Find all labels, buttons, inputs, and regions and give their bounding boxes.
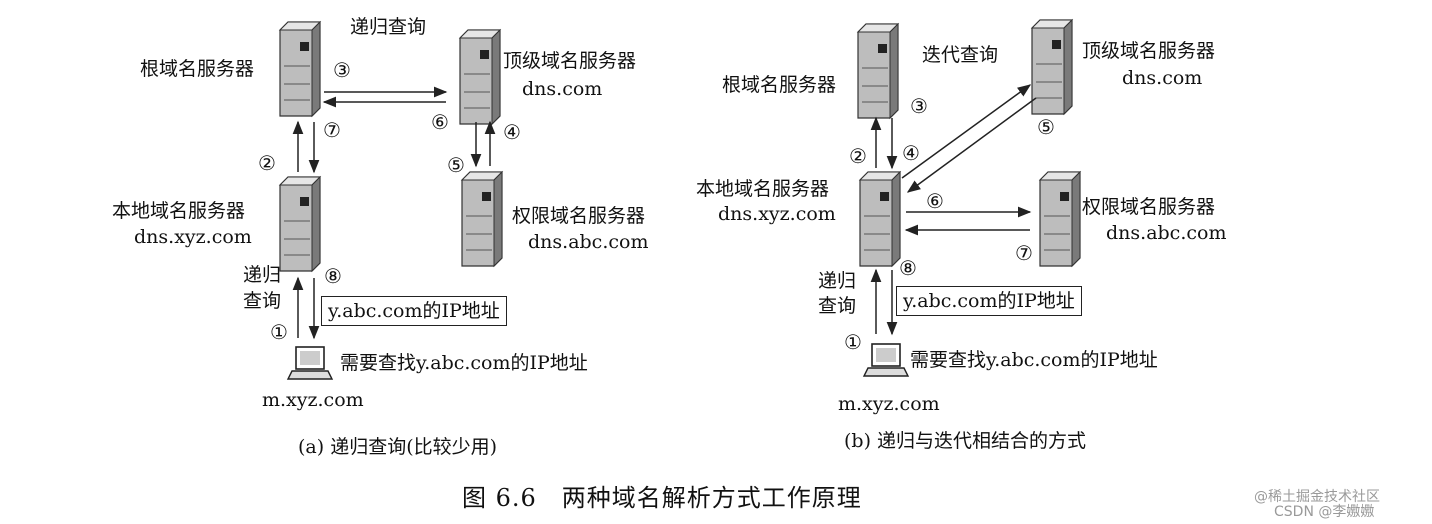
left-tld-server-label: 顶级域名服务器 bbox=[503, 50, 637, 72]
left-client-query-line1: 递归 bbox=[243, 264, 282, 286]
left-client-computer-icon bbox=[287, 346, 333, 380]
left-tld-domain-label: dns.com bbox=[522, 78, 603, 100]
left-caption: (a) 递归查询(比较少用) bbox=[298, 436, 498, 458]
left-tld-server-icon bbox=[459, 29, 501, 125]
left-local-domain-label: dns.xyz.com bbox=[134, 226, 252, 248]
left-auth-server-icon bbox=[461, 171, 503, 267]
right-answer-box: y.abc.com的IP地址 bbox=[896, 286, 1082, 316]
right-client-computer-icon bbox=[863, 343, 909, 377]
left-step-7: ⑦ bbox=[323, 118, 341, 142]
right-auth-domain-label: dns.abc.com bbox=[1106, 222, 1227, 244]
left-client-query-line2: 查询 bbox=[243, 290, 282, 312]
left-root-server-icon bbox=[279, 21, 321, 117]
right-arrow-4 bbox=[901, 84, 1032, 179]
left-step-8: ⑧ bbox=[324, 264, 342, 288]
left-query-type: 递归查询 bbox=[350, 16, 427, 38]
right-local-server-label: 本地域名服务器 bbox=[696, 178, 830, 200]
right-step-1: ① bbox=[844, 330, 862, 354]
right-step-2: ② bbox=[849, 144, 867, 168]
left-local-server-label: 本地域名服务器 bbox=[112, 200, 246, 222]
figure-caption: 图 6.6 两种域名解析方式工作原理 bbox=[462, 484, 862, 512]
right-query-type: 迭代查询 bbox=[922, 44, 999, 66]
left-request-label: 需要查找y.abc.com的IP地址 bbox=[340, 352, 588, 374]
left-step-2: ② bbox=[258, 151, 276, 175]
right-tld-server-label: 顶级域名服务器 bbox=[1082, 40, 1216, 62]
right-client-query-line2: 查询 bbox=[818, 295, 857, 317]
right-root-server-icon bbox=[857, 23, 899, 119]
watermark-csdn: CSDN @李嫐嫐 bbox=[1274, 504, 1375, 520]
right-step-7: ⑦ bbox=[1015, 241, 1033, 265]
right-tld-domain-label: dns.com bbox=[1122, 67, 1203, 89]
left-step-5: ⑤ bbox=[447, 153, 465, 177]
left-step-1: ① bbox=[270, 320, 288, 344]
right-step-5: ⑤ bbox=[1037, 115, 1055, 139]
left-step-6: ⑥ bbox=[431, 110, 449, 134]
right-auth-server-label: 权限域名服务器 bbox=[1082, 196, 1216, 218]
left-answer-box: y.abc.com的IP地址 bbox=[321, 296, 507, 326]
left-root-server-label: 根域名服务器 bbox=[140, 58, 255, 80]
right-step-6: ⑥ bbox=[926, 189, 944, 213]
right-local-server-icon bbox=[859, 171, 901, 267]
left-auth-server-label: 权限域名服务器 bbox=[512, 205, 646, 227]
left-local-server-icon bbox=[279, 176, 321, 272]
left-step-4: ④ bbox=[503, 120, 521, 144]
right-root-server-label: 根域名服务器 bbox=[722, 74, 837, 96]
right-arrow-5 bbox=[906, 97, 1037, 193]
right-client-query-line1: 递归 bbox=[818, 270, 857, 292]
right-auth-server-icon bbox=[1039, 171, 1081, 267]
right-step-8: ⑧ bbox=[899, 256, 917, 280]
left-auth-domain-label: dns.abc.com bbox=[528, 231, 649, 253]
left-step-3: ③ bbox=[333, 58, 351, 82]
left-client-domain-label: m.xyz.com bbox=[262, 389, 364, 411]
right-client-domain-label: m.xyz.com bbox=[838, 393, 940, 415]
right-caption: (b) 递归与迭代相结合的方式 bbox=[844, 430, 1087, 452]
right-tld-server-icon bbox=[1031, 19, 1073, 115]
right-request-label: 需要查找y.abc.com的IP地址 bbox=[910, 349, 1158, 371]
right-step-3: ③ bbox=[910, 94, 928, 118]
watermark-juejin: @稀土掘金技术社区 bbox=[1254, 489, 1380, 505]
right-step-4: ④ bbox=[902, 141, 920, 165]
right-local-domain-label: dns.xyz.com bbox=[718, 203, 836, 225]
